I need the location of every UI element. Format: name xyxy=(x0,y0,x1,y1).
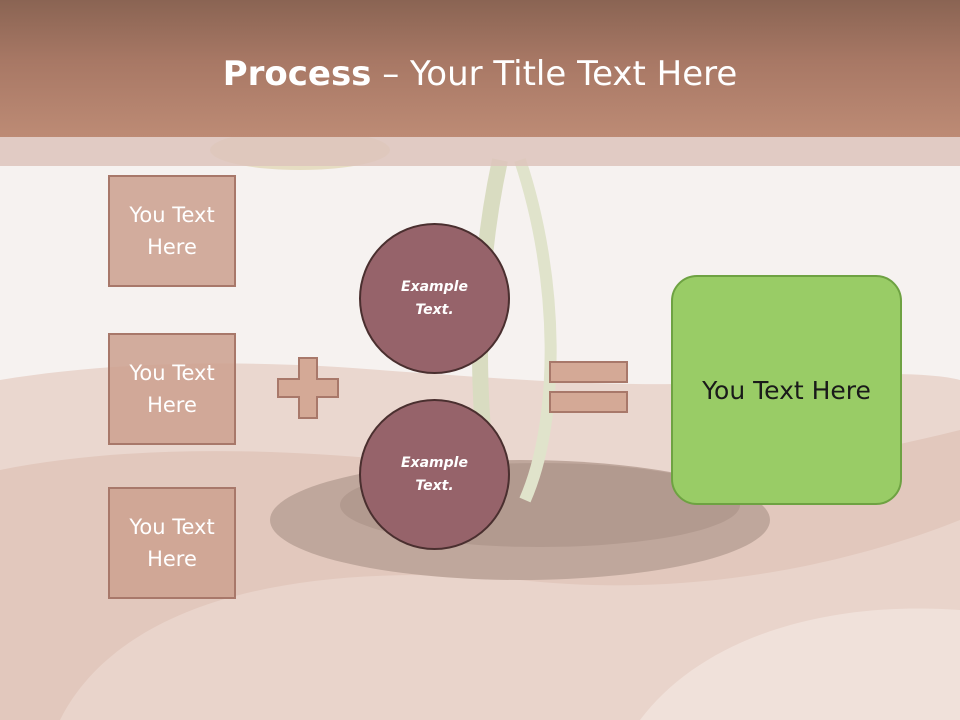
page-title: Process – Your Title Text Here xyxy=(0,54,960,94)
title-bold: Process xyxy=(222,54,372,94)
title-underline-band xyxy=(0,137,960,166)
input-box-label: You Text Here xyxy=(129,203,215,259)
title-bar xyxy=(0,0,960,137)
result-box: You Text Here xyxy=(671,275,902,505)
input-box-2: You Text Here xyxy=(108,333,236,445)
example-circle-2: Example Text. xyxy=(359,399,510,550)
circle-label: Example Text. xyxy=(401,454,468,494)
circle-label: Example Text. xyxy=(401,278,468,318)
plus-icon xyxy=(277,357,339,419)
input-box-label: You Text Here xyxy=(129,515,215,571)
title-text: – Your Title Text Here xyxy=(371,54,738,94)
input-box-label: You Text Here xyxy=(129,361,215,417)
input-box-3: You Text Here xyxy=(108,487,236,599)
result-label: You Text Here xyxy=(702,375,871,405)
example-circle-1: Example Text. xyxy=(359,223,510,374)
input-box-1: You Text Here xyxy=(108,175,236,287)
equals-icon xyxy=(549,361,628,413)
